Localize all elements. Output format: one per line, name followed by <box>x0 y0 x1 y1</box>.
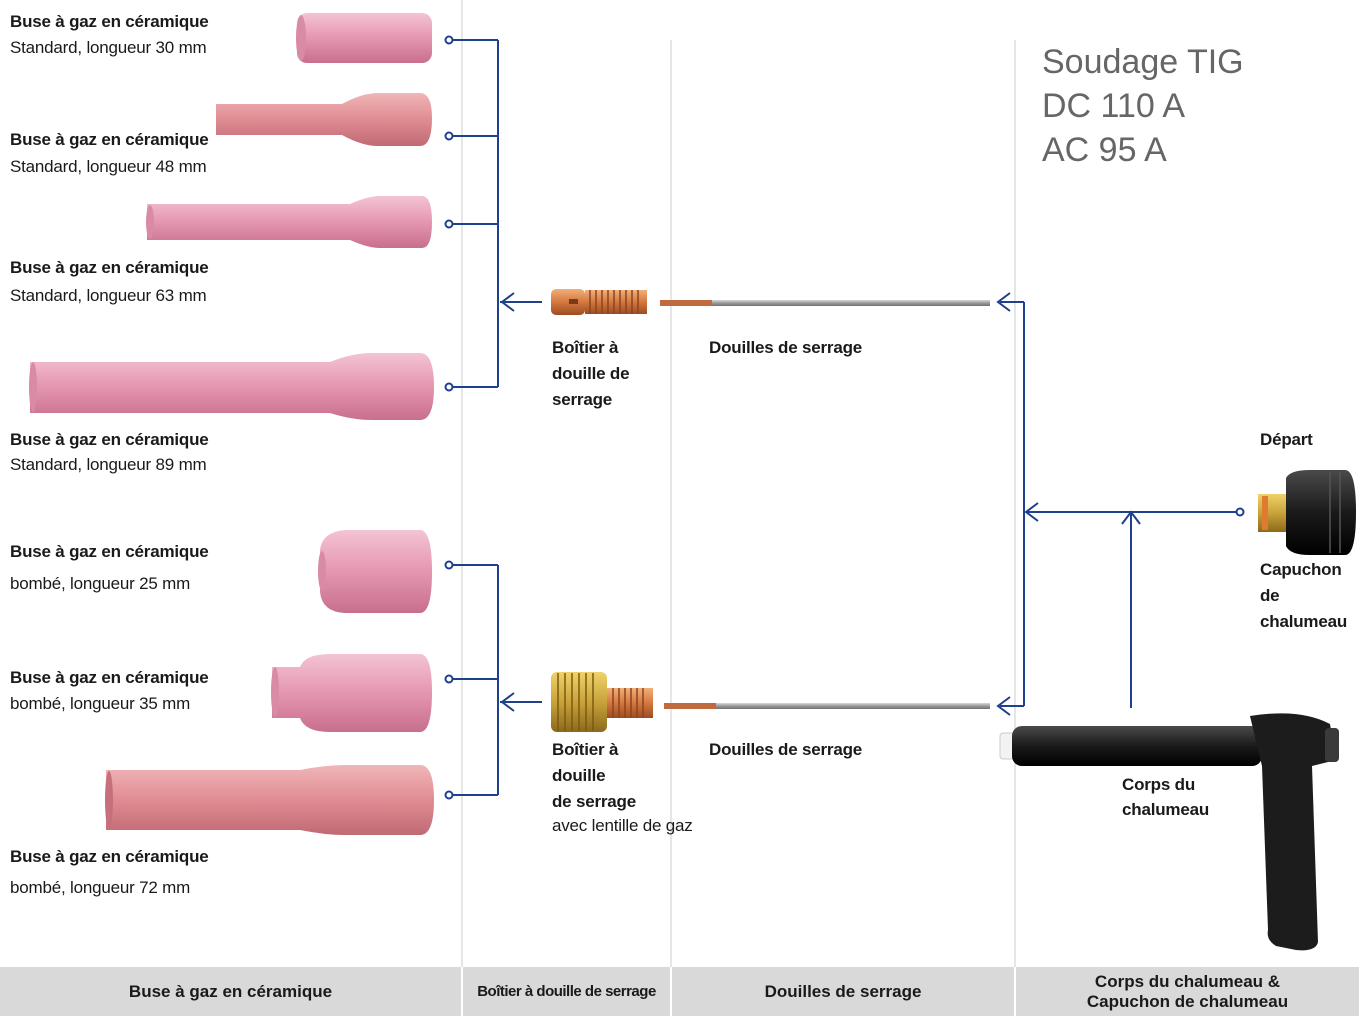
nozzle-spec: bombé, longueur 35 mm <box>10 694 191 713</box>
nozzle-bombe-25 <box>318 530 432 613</box>
nozzle-title: Buse à gaz en céramique <box>10 668 209 687</box>
connector-dot <box>444 219 454 229</box>
nozzle-standard-63 <box>146 196 432 248</box>
torch-body <box>999 713 1339 951</box>
nozzle-bombe-72 <box>105 765 434 835</box>
heading-line-process: Soudage TIG <box>1042 43 1244 81</box>
column-divider-1 <box>461 0 463 967</box>
nozzle-standard-30 <box>296 13 432 63</box>
parts-diagram <box>29 13 1356 951</box>
connector-dot <box>444 382 454 392</box>
column-footer: Buse à gaz en céramique Boîtier à douill… <box>0 967 1359 1016</box>
nozzle-title: Buse à gaz en céramique <box>10 130 209 149</box>
footer-torch: Corps du chalumeau & Capuchon de chalume… <box>1086 971 1289 1011</box>
column-divider-3 <box>1014 40 1016 967</box>
torch-cap-label: Capuchon de chalumeau <box>1260 560 1348 631</box>
collet-rod <box>660 300 990 306</box>
torch-cap <box>1258 470 1356 555</box>
connector-dot <box>444 35 454 45</box>
connector-dot <box>444 560 454 570</box>
heading-line-dc: DC 110 A <box>1042 87 1186 125</box>
nozzle-title: Buse à gaz en céramique <box>10 430 209 449</box>
footer-divider <box>670 967 672 1016</box>
collet-body-gas-lens <box>551 672 653 732</box>
connector-standard <box>452 39 542 388</box>
nozzle-title: Buse à gaz en céramique <box>10 847 209 866</box>
nozzle-standard-89 <box>29 353 434 420</box>
collet-body-copper <box>551 289 647 315</box>
nozzle-title: Buse à gaz en céramique <box>10 258 209 277</box>
connector-bombe <box>452 564 542 796</box>
collet-body-gas-lens-spec: avec lentille de gaz <box>552 816 693 835</box>
connector-dot <box>444 790 454 800</box>
footer-collet-bodies: Boîtier à douille de serrage <box>477 982 656 1000</box>
connector-torch <box>996 292 1236 716</box>
heading-line-ac: AC 95 A <box>1042 131 1167 169</box>
cap-start-label: Départ <box>1260 430 1313 449</box>
nozzle-spec: bombé, longueur 72 mm <box>10 878 191 897</box>
collet-rod <box>664 703 990 709</box>
connector-dot <box>444 674 454 684</box>
nozzle-spec: Standard, longueur 63 mm <box>10 286 207 305</box>
torch-body-label: Corps du chalumeau <box>1122 775 1210 819</box>
footer-divider <box>1014 967 1016 1016</box>
collet-label: Douilles de serrage <box>709 740 863 759</box>
connector-dot <box>1235 507 1245 517</box>
nozzle-bombe-35 <box>271 654 432 732</box>
nozzle-spec: bombé, longueur 25 mm <box>10 574 191 593</box>
nozzle-title: Buse à gaz en céramique <box>10 12 209 31</box>
nozzle-title: Buse à gaz en céramique <box>10 542 209 561</box>
nozzle-standard-48 <box>216 93 432 146</box>
nozzle-spec: Standard, longueur 30 mm <box>10 38 207 57</box>
nozzle-spec: Standard, longueur 89 mm <box>10 455 207 474</box>
nozzle-spec: Standard, longueur 48 mm <box>10 157 207 176</box>
footer-nozzles: Buse à gaz en céramique <box>128 981 333 1001</box>
page-heading: Soudage TIG DC 110 A AC 95 A <box>1042 40 1244 172</box>
footer-collets: Douilles de serrage <box>764 981 922 1001</box>
collet-body-gas-lens-label: Boîtier à douille de serrage <box>552 740 636 811</box>
connector-dot <box>444 131 454 141</box>
collet-body-label: Boîtier à douille de serrage <box>552 338 630 409</box>
footer-divider <box>461 967 463 1016</box>
column-divider-2 <box>670 40 672 967</box>
collet-label: Douilles de serrage <box>709 338 863 357</box>
